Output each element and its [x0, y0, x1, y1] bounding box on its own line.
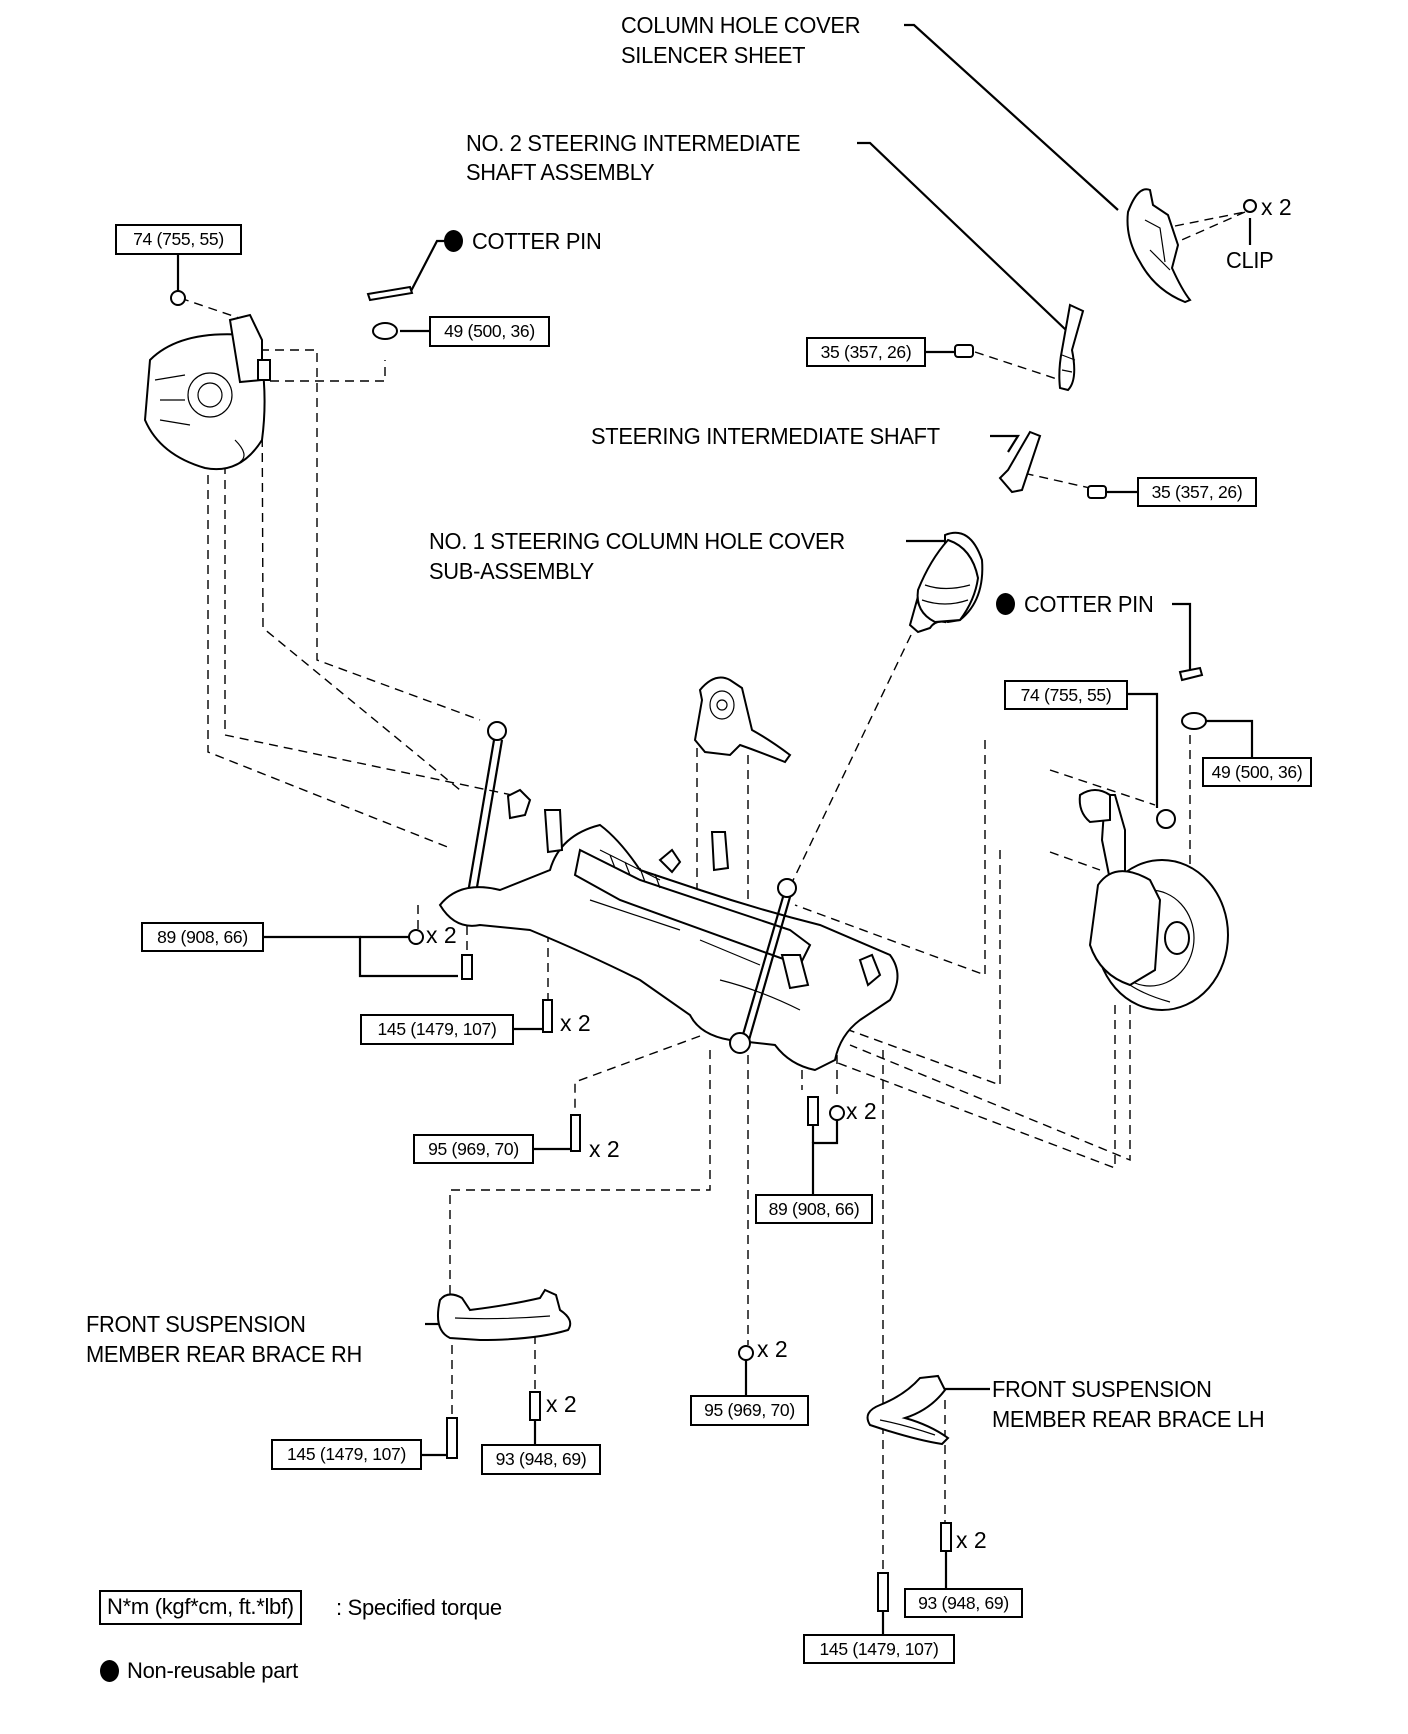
label-brace-rh-line1: FRONT SUSPENSION [86, 1311, 306, 1337]
bolt-35-top [954, 344, 974, 358]
nut-89-center [829, 1105, 845, 1121]
label-brace-lh-line2: MEMBER REAR BRACE LH [992, 1406, 1265, 1432]
stabilizer-link-right-part [729, 878, 797, 1054]
qty-89-center: x 2 [846, 1098, 877, 1124]
right-knuckle-part [1078, 789, 1229, 1011]
rear-brace-lh-part [866, 1374, 950, 1446]
torque-93-lh: 93 (948, 69) [904, 1588, 1023, 1618]
bolt-145-lh [877, 1572, 889, 1612]
leader-49-right [1200, 719, 1254, 757]
clip-part [1243, 199, 1257, 213]
engine-mount-bracket-part [693, 676, 792, 764]
rear-brace-rh-part [437, 1288, 572, 1342]
nut-49-right [1181, 712, 1207, 730]
torque-95-center: 95 (969, 70) [690, 1395, 809, 1426]
leader-89-center [811, 1120, 839, 1194]
torque-49-left: 49 (500, 36) [429, 316, 550, 347]
nut-74-left [170, 290, 186, 306]
bolt-93-lh [940, 1522, 952, 1552]
legend-torque-desc: : Specified torque [336, 1595, 502, 1620]
legend-torque-unit-box: N*m (kgf*cm, ft.*lbf) [99, 1590, 302, 1625]
label-brace-lh-line1: FRONT SUSPENSION [992, 1376, 1212, 1402]
nonreusable-dot-icon [100, 1660, 119, 1682]
qty-89-left: x 2 [426, 922, 457, 948]
torque-35-no2-shaft: 35 (357, 26) [806, 337, 926, 367]
label-brace-rh-line2: MEMBER REAR BRACE RH [86, 1341, 362, 1367]
leader-shaft [990, 434, 1020, 453]
left-knuckle-part [143, 313, 271, 471]
qty-93-lh: x 2 [956, 1527, 987, 1553]
nut-74-right [1156, 809, 1176, 829]
legend-nonreusable: Non-reusable part [127, 1658, 298, 1683]
leader-silencer-sheet [904, 23, 1119, 211]
stabilizer-link-left-part [460, 721, 507, 908]
torque-95-left: 95 (969, 70) [413, 1134, 534, 1164]
bolt-95-left [570, 1114, 581, 1152]
nut-89-left [408, 929, 424, 945]
label-no2-shaft-line1: NO. 2 STEERING INTERMEDIATE [466, 130, 801, 156]
torque-89-center: 89 (908, 66) [755, 1194, 873, 1224]
label-steering-shaft: STEERING INTERMEDIATE SHAFT [591, 423, 940, 449]
bolt-89-center [807, 1096, 819, 1126]
parts [143, 188, 1257, 1612]
steering-shaft-part [998, 430, 1042, 494]
no2-shaft-part [1058, 303, 1085, 392]
bolt-93-rh [529, 1391, 541, 1421]
leader-cotter-right [1172, 602, 1192, 675]
nut-95-center [738, 1345, 754, 1361]
label-no2-shaft-line2: SHAFT ASSEMBLY [466, 159, 655, 185]
label-silencer-sheet-line2: SILENCER SHEET [621, 42, 806, 68]
torque-35-shaft: 35 (357, 26) [1137, 477, 1257, 507]
leader-74-right [1128, 692, 1159, 808]
bolt-89-left [461, 954, 473, 980]
qty-clip: x 2 [1261, 194, 1292, 220]
torque-49-right: 49 (500, 36) [1202, 757, 1312, 787]
torque-74-left: 74 (755, 55) [115, 224, 242, 255]
torque-93-rh: 93 (948, 69) [481, 1444, 601, 1475]
bolt-145-rh [446, 1417, 458, 1459]
bolt-145-left [542, 999, 553, 1033]
leader-no2-shaft [857, 141, 1067, 331]
torque-145-left: 145 (1479, 107) [360, 1014, 514, 1045]
leader-lines [176, 23, 1254, 1634]
nonreusable-dot-icon [996, 593, 1015, 615]
nut-49-left [372, 322, 398, 340]
label-cotter-pin-left: COTTER PIN [472, 228, 602, 254]
bolt-35-shaft [1087, 485, 1107, 499]
leader-cotter-left [409, 239, 449, 294]
cotter-pin-left-part [366, 285, 414, 302]
nonreusable-dot-icon [444, 230, 463, 252]
leader-89-left [264, 935, 458, 978]
label-no1-cover-line1: NO. 1 STEERING COLUMN HOLE COVER [429, 528, 845, 554]
label-cotter-pin-right: COTTER PIN [1024, 591, 1154, 617]
qty-93-rh: x 2 [546, 1391, 577, 1417]
qty-95-left: x 2 [589, 1136, 620, 1162]
label-no1-cover-line2: SUB-ASSEMBLY [429, 558, 594, 584]
qty-145-left: x 2 [560, 1010, 591, 1036]
torque-89-left: 89 (908, 66) [141, 922, 264, 952]
label-silencer-sheet-line1: COLUMN HOLE COVER [621, 12, 861, 38]
qty-95-center: x 2 [757, 1336, 788, 1362]
label-clip: CLIP [1226, 247, 1274, 273]
cotter-pin-right-part [1178, 666, 1204, 682]
torque-74-right: 74 (755, 55) [1004, 680, 1128, 710]
suspension-member-part [438, 788, 899, 1072]
silencer-sheet-part [1126, 188, 1192, 304]
torque-145-rh: 145 (1479, 107) [271, 1439, 422, 1470]
torque-145-lh: 145 (1479, 107) [803, 1634, 955, 1664]
